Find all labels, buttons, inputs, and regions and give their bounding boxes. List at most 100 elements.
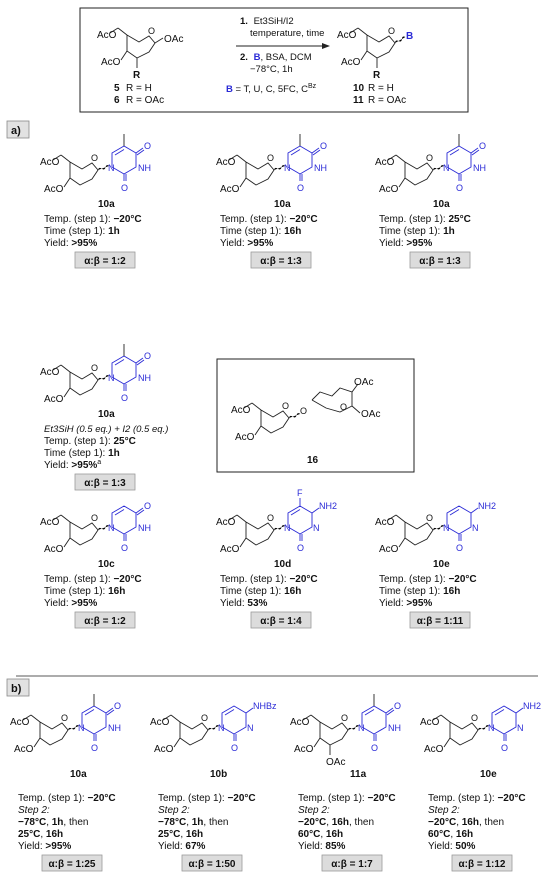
aco-label: AcO (150, 717, 170, 728)
aco-label: AcO (40, 157, 60, 168)
aco-label: AcO (101, 57, 121, 68)
n3-label: NH (138, 163, 151, 173)
time-line: Time (step 1): 1h (44, 448, 120, 459)
anomeric-ratio-badge: α:β = 1:50 (181, 854, 243, 872)
time-line: Time (step 1): 16h (220, 586, 301, 597)
n3-label: N (472, 523, 479, 533)
time-line: Time (step 1): 16h (379, 586, 460, 597)
c2-oxygen: O (297, 183, 304, 193)
r-label: R (373, 70, 381, 81)
r-label: R (133, 70, 141, 81)
compound-6-label: 6 (114, 95, 120, 106)
aco-label: AcO (97, 30, 117, 41)
anomeric-ratio: α:β = 1:12 (459, 859, 506, 870)
yield-line: Yield: 50% (428, 841, 476, 852)
compound-id: 10a (274, 199, 291, 210)
compound-id: 10a (433, 199, 450, 210)
aco-label: AcO (375, 517, 395, 528)
c2-oxygen: O (371, 743, 378, 753)
aco-label: AcO (379, 184, 399, 195)
n3-label: NH (314, 163, 327, 173)
compound-16-structure: AcO AcO O O O OAc OAc (231, 377, 380, 443)
anomeric-ratio-badge: α:β = 1:25 (41, 854, 103, 872)
n1-label: N (358, 723, 365, 733)
anomeric-ratio: α:β = 1:4 (260, 616, 302, 627)
anomeric-ratio-badge: α:β = 1:11 (409, 611, 471, 629)
base-b-label: B (406, 31, 413, 42)
anomeric-ratio: α:β = 1:3 (260, 256, 302, 267)
time-line: Time (step 1): 1h (379, 226, 455, 237)
nhbz-label: NHBz (253, 701, 277, 711)
temp-line: Temp. (step 1): −20°C (220, 214, 318, 225)
base-sup: Bz (308, 83, 317, 90)
aco-label: AcO (337, 30, 357, 41)
step2-line: 60°C, 16h (298, 829, 343, 840)
c2-oxygen: O (121, 393, 128, 403)
compound-5-label: 5 (114, 83, 120, 94)
c4-oxygen: O (394, 701, 401, 711)
c2-oxygen: O (121, 543, 128, 553)
c4-oxygen: O (114, 701, 121, 711)
n3-label: NH (138, 373, 151, 383)
n1-label: N (488, 723, 495, 733)
compound-11-label: 11 (353, 95, 364, 106)
base-list: = T, U, C, 5FC, C (233, 84, 308, 95)
aco-label: AcO (40, 367, 60, 378)
n1-label: N (218, 723, 225, 733)
aco-label: AcO (216, 157, 236, 168)
aco-label: AcO (216, 517, 236, 528)
anomeric-ratio: α:β = 1:11 (417, 616, 464, 627)
compound-id: 11a (350, 769, 367, 780)
ring-oxygen: O (91, 513, 98, 523)
base-b-label: B (226, 84, 233, 95)
ring-oxygen: O (340, 402, 347, 412)
ring-oxygen: O (91, 153, 98, 163)
anomeric-ratio-badge: α:β = 1:12 (451, 854, 513, 872)
compound-id: 10b (210, 769, 227, 780)
panel-b-tag (6, 678, 30, 697)
n1-label: N (108, 163, 115, 173)
n1-label: N (284, 163, 291, 173)
yield-line: Yield: >95% (18, 841, 71, 852)
nh2-label: NH2 (523, 701, 541, 711)
aco-label: AcO (290, 717, 310, 728)
compound-16-label: 16 (307, 455, 319, 466)
oac-label: OAc (164, 34, 183, 45)
step1-number: 1. (240, 16, 248, 27)
temp-line: Temp. (step 1): 25°C (379, 214, 471, 225)
bridging-oxygen: O (300, 406, 307, 416)
anomeric-ratio: α:β = 1:3 (84, 478, 126, 489)
c2-oxygen: O (91, 743, 98, 753)
c2-oxygen: O (501, 743, 508, 753)
yield-line: Yield: >95% (44, 238, 97, 249)
step2-line: −20°C, 16h, then (298, 817, 374, 828)
n3-label: NH (473, 163, 486, 173)
aco-label: AcO (231, 405, 251, 416)
anomeric-ratio: α:β = 1:7 (331, 859, 373, 870)
temp-line: Temp. (step 1): −20°C (428, 793, 526, 804)
aco-label: AcO (375, 157, 395, 168)
n1-label: N (78, 723, 85, 733)
panel-a-label: a) (11, 125, 21, 137)
step1-reagents: Et3SiH/I2 (254, 16, 294, 27)
ring-oxygen: O (426, 153, 433, 163)
step2-heading: Step 2: (428, 805, 460, 816)
